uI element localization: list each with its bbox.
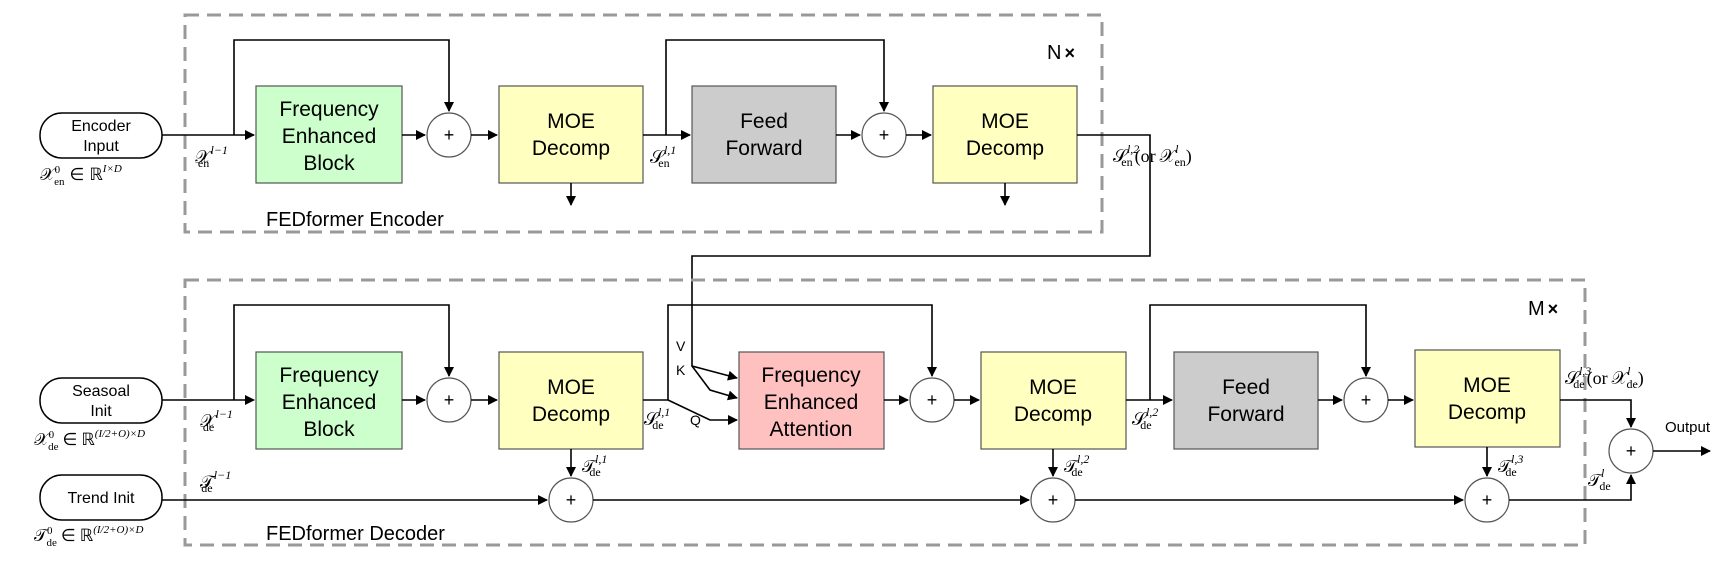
encoder-dashed-frame xyxy=(183,13,1104,234)
encoder-repeat-label: N× xyxy=(1047,42,1075,64)
decoder-ff-line1: Feed xyxy=(1222,376,1270,399)
decoder-add-3-symbol: + xyxy=(1361,390,1372,410)
decoder-caption: FEDformer Decoder xyxy=(266,523,445,545)
encoder-moe2-line2: Decomp xyxy=(966,137,1044,160)
encoder-feb-line3: Block xyxy=(303,152,355,175)
encoder-feb-line2: Enhanced xyxy=(282,125,377,148)
decoder-add-2-symbol: + xyxy=(927,390,938,410)
encoder-input-label-line1: Encoder xyxy=(71,118,131,135)
decoder-moe2-line1: MOE xyxy=(1029,376,1077,399)
decoder-moe1-line2: Decomp xyxy=(532,403,610,426)
encoder-frequency-enhanced-block xyxy=(255,85,403,184)
encoder-ff-line2: Forward xyxy=(725,137,802,160)
decoder-dashed-frame xyxy=(183,278,1587,547)
trend-add-3-symbol: + xyxy=(1482,490,1493,510)
decoder-feed-forward xyxy=(1173,351,1319,450)
decoder-frequency-enhanced-block xyxy=(255,351,403,450)
trend-init-node xyxy=(39,474,163,521)
decoder-moe-decomp-1 xyxy=(498,351,644,450)
decoder-moe2-line2: Decomp xyxy=(1014,403,1092,426)
decoder-moe3-line1: MOE xyxy=(1463,374,1511,397)
encoder-input-label-line2: Input xyxy=(83,138,119,155)
decoder-feb-line1: Frequency xyxy=(279,364,379,387)
encoder-moe-decomp-1 xyxy=(498,85,644,184)
decoder-fea-line3: Attention xyxy=(770,418,853,441)
output-label: Output xyxy=(1665,419,1711,436)
encoder-connections xyxy=(162,39,1151,381)
encoder-feb-line1: Frequency xyxy=(279,98,379,121)
seasonal-init-line1: Seasoal xyxy=(72,383,130,400)
encoder-feed-forward xyxy=(691,85,837,184)
decoder-v-label: V xyxy=(676,338,686,354)
encoder-add-1-symbol: + xyxy=(444,125,455,145)
decoder-connections xyxy=(162,304,1711,505)
seasonal-init-line2: Init xyxy=(90,403,112,420)
decoder-feb-line2: Enhanced xyxy=(282,391,377,414)
trend-add-2-symbol: + xyxy=(1048,490,1059,510)
trend-add-1-symbol: + xyxy=(566,490,577,510)
encoder-moe1-line1: MOE xyxy=(547,110,595,133)
encoder-caption: FEDformer Encoder xyxy=(266,209,444,231)
decoder-repeat-label: M× xyxy=(1528,298,1558,320)
decoder-fea-line1: Frequency xyxy=(761,364,861,387)
encoder-moe1-line2: Decomp xyxy=(532,137,610,160)
decoder-feb-line3: Block xyxy=(303,418,355,441)
decoder-q-label: Q xyxy=(690,412,701,428)
decoder-fea-line2: Enhanced xyxy=(764,391,859,414)
decoder-ff-line2: Forward xyxy=(1207,403,1284,426)
trend-init-label: Trend Init xyxy=(68,490,136,507)
decoder-moe3-line2: Decomp xyxy=(1448,401,1526,424)
encoder-add-2-symbol: + xyxy=(879,125,890,145)
encoder-moe2-line1: MOE xyxy=(981,110,1029,133)
encoder-moe-decomp-2 xyxy=(932,85,1078,184)
decoder-moe-decomp-2 xyxy=(980,351,1127,450)
decoder-moe1-line1: MOE xyxy=(547,376,595,399)
decoder-frequency-enhanced-attention xyxy=(738,351,885,450)
encoder-ff-line1: Feed xyxy=(740,110,788,133)
output-add-symbol: + xyxy=(1626,441,1637,461)
decoder-add-1-symbol: + xyxy=(444,390,455,410)
decoder-moe-decomp-3 xyxy=(1414,349,1561,448)
decoder-k-label: K xyxy=(676,362,686,378)
